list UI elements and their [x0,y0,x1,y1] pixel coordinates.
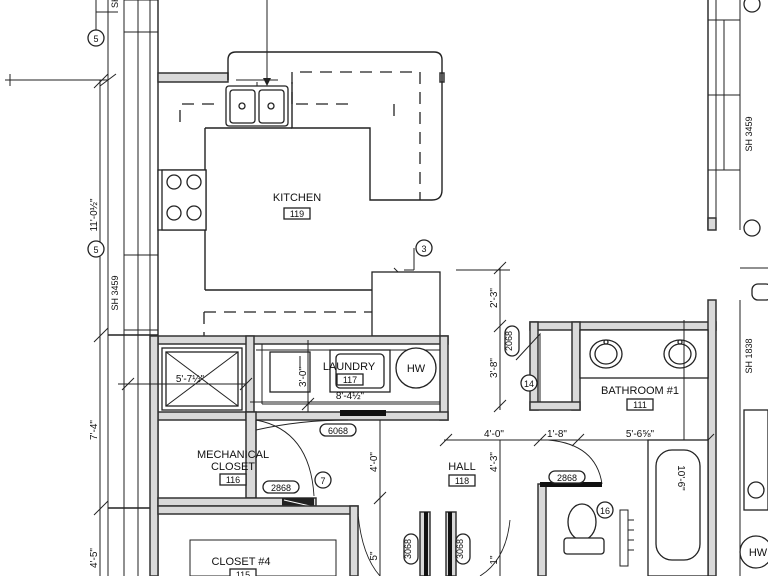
dim-laundry-w1: 3'-0" [298,367,309,387]
bathroom-room-name: BATHROOM #1 [601,385,679,397]
mech-room-number: 116 [226,475,240,485]
callout-5-mid: 5 [93,245,98,255]
callout-16: 16 [600,506,610,516]
water-heater-2-label: HW [749,547,768,559]
dim-kitchen-height: 11'-0½" [89,198,100,232]
callout-3: 3 [421,244,426,254]
laundry-room-name: LAUNDRY [323,361,376,373]
sheet-ref-top: SH [110,0,120,8]
sink-leader [263,0,271,86]
sheet-ref-right-bottom: SH 1838 [744,338,754,373]
sheet-ref-right-top: SH 3459 [744,116,754,151]
mech-room-name-2: CLOSET [211,461,255,473]
door-tag-laundry: 6068 [328,426,348,436]
dim-hall-h: 4'-0" [369,452,380,472]
bathroom-room-number: 111 [633,400,647,410]
mech-water-heater-box: 5'-7½" [118,347,253,411]
door-tag-hall-right: 3068 [455,539,465,559]
sheet-ref-left: SH 3459 [110,275,120,310]
kitchen-range [157,169,207,231]
dim-bath-w: 5'-6⅝" [626,429,655,440]
mech-room-name-1: MECHANICAL [197,449,269,461]
closet4-room-name: CLOSET #4 [211,556,270,568]
closet-4: CLOSET #4 115 [157,505,381,576]
laundry-door: 6068 [255,419,357,437]
dim-bottom-1: 1" [489,555,500,565]
dim-tub-len: 10'-6" [675,465,686,491]
water-heater-label: HW [407,363,426,375]
laundry-room-number: 117 [343,375,357,385]
dim-mech-height: 7'-4" [89,420,100,440]
door-tag-bath: 2868 [557,473,577,483]
left-vertical-dimensions: 11'-0½" 7'-4" 4'-5" [89,73,109,576]
hall-pocket-doors: 3068 3068 [403,511,471,576]
hall-room-number: 118 [455,476,469,486]
dim-hall-h2: 4'-3" [489,452,500,472]
right-exterior-wall: SH 3459 SH 1838 HW [707,0,768,576]
kitchen-sink [225,79,289,127]
kitchen-room-number: 119 [290,209,304,219]
dim-laundry-w2: 8'-4½" [336,391,365,402]
door-tag-hall-left: 3068 [403,539,413,559]
pantry: 2068 14 2'-3" 3'-8" [456,261,717,413]
hall: HALL 118 4'-0" 5" 4'-0" 4'-3" 1" [369,420,547,576]
kitchen-walls [157,72,445,83]
dim-bath-gap: 1'-8" [547,429,567,440]
hall-room-name: HALL [448,461,476,473]
laundry-interior: HW 3'-0" 8'-4½" LAUNDRY 117 [250,340,440,416]
section-callout-top: 5 SH [87,0,120,47]
section-callout-mid: 5 SH 3459 [87,240,120,311]
top-left-dimension [5,73,117,87]
closet4-room-number: 115 [236,570,250,576]
dim-pantry-h1: 2'-3" [489,288,500,308]
door-tag-mech: 2868 [271,483,291,493]
dim-pantry-h2: 3'-8" [489,358,500,378]
bathroom: BATHROOM #1 111 1'-8" 5'-6⅝" 10'-6" 2868… [537,299,717,576]
mechanical-closet: MECHANICAL CLOSET 116 2868 7 [157,411,332,507]
dim-hall-w: 4'-0" [484,429,504,440]
callout-7: 7 [320,476,325,486]
dim-bottom-left: 4'-5" [89,548,100,568]
dim-bottom-5: 5" [369,551,380,561]
door-tag-pantry: 2068 [504,331,514,351]
callout-14: 14 [524,379,534,389]
dim-mech-w: 5'-7½" [176,374,205,385]
refrigerator: 3 [371,239,441,337]
callout-5-top: 5 [93,34,98,44]
kitchen-room-name: KITCHEN [273,192,321,204]
